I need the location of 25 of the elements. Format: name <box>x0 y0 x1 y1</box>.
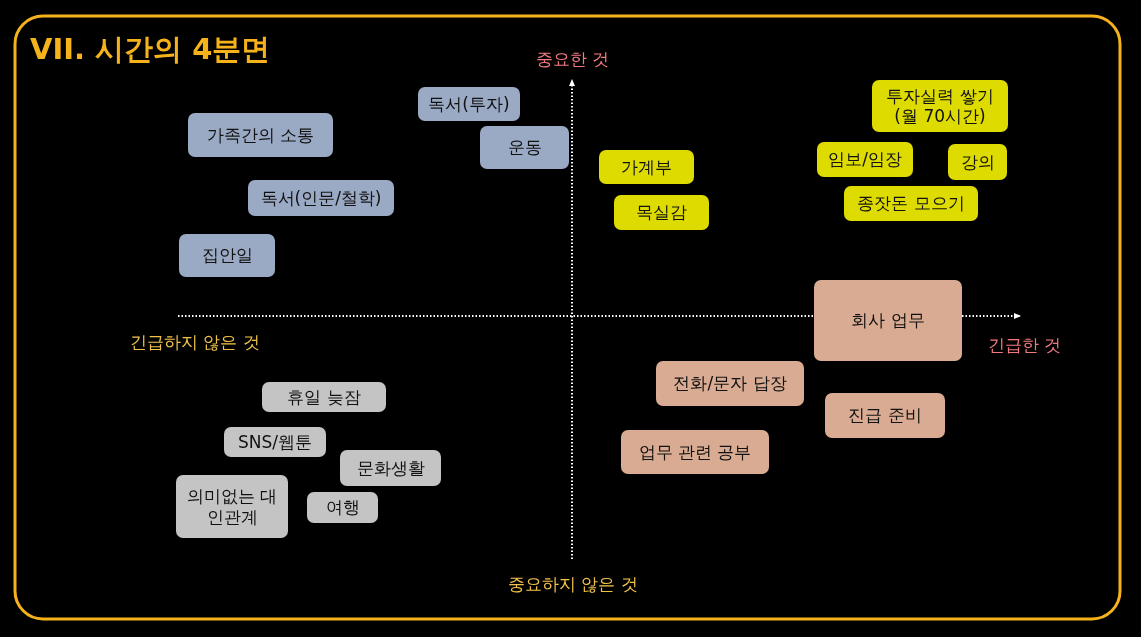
category-box: 회사 업무 <box>814 280 962 361</box>
category-box: 문화생활 <box>340 450 441 486</box>
category-box: 독서(투자) <box>418 87 520 121</box>
axis-label: 긴급하지 않은 것 <box>130 331 260 354</box>
category-box: 독서(인문/철학) <box>248 180 394 216</box>
category-box: 목실감 <box>614 195 709 230</box>
title: VII. 시간의 4분면 <box>30 31 271 68</box>
axis-label: 긴급한 것 <box>988 334 1062 357</box>
category-box: 업무 관련 공부 <box>621 430 769 474</box>
category-box: 가계부 <box>599 150 694 184</box>
category-box: 투자실력 쌓기 (월 70시간) <box>872 80 1008 132</box>
category-box: 운동 <box>480 126 569 169</box>
category-box: 전화/문자 답장 <box>656 361 804 406</box>
category-box: 강의 <box>948 144 1007 180</box>
category-box: 휴일 늦잠 <box>262 382 386 412</box>
category-box: 진급 준비 <box>825 393 945 438</box>
category-box: 의미없는 대인관계 <box>176 475 288 538</box>
category-box: 종잣돈 모으기 <box>844 186 978 221</box>
category-box: 가족간의 소통 <box>188 113 333 157</box>
category-box: SNS/웹툰 <box>224 427 326 457</box>
axis-label: 중요하지 않은 것 <box>508 573 638 596</box>
axis-label: 중요한 것 <box>536 48 610 71</box>
category-box: 임보/임장 <box>817 142 913 177</box>
category-box: 집안일 <box>179 234 275 277</box>
category-box: 여행 <box>307 492 378 523</box>
